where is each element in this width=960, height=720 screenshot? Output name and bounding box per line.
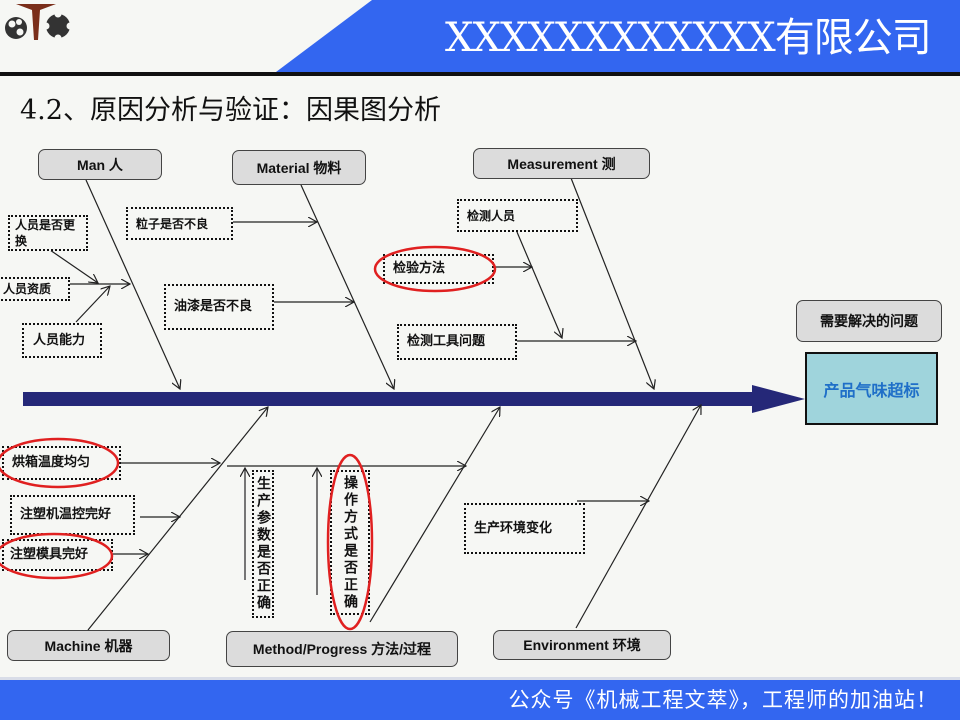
category-environment: Environment 环境 bbox=[493, 630, 671, 660]
problem-label: 需要解决的问题 bbox=[796, 300, 942, 342]
footer-band bbox=[0, 677, 960, 720]
highlight-operation-method bbox=[326, 453, 374, 631]
highlight-oven-temperature bbox=[0, 437, 120, 489]
cause-paint-defect: 油漆是否不良 bbox=[164, 284, 274, 330]
cause-mold-condition: 注塑模具完好 bbox=[2, 539, 113, 571]
spine-arrow bbox=[23, 385, 805, 413]
cause-operation-method: 操作方式是否正确 bbox=[330, 470, 370, 615]
slide-title: 4.2、原因分析与验证：因果图分析 bbox=[20, 95, 441, 126]
cause-inspection-tool: 检测工具问题 bbox=[397, 324, 517, 360]
category-measurement: Measurement 测 bbox=[473, 148, 650, 179]
highlight-inspection-method bbox=[373, 245, 497, 293]
cause-personnel-qualification: 人员资质 bbox=[0, 277, 70, 301]
company-logo bbox=[5, 4, 74, 42]
cause-molding-machine-temp: 注塑机温控完好 bbox=[10, 495, 135, 535]
cause-personnel-ability: 人员能力 bbox=[22, 323, 102, 358]
problem-box: 产品气味超标 bbox=[805, 352, 938, 425]
category-machine: Machine 机器 bbox=[7, 630, 170, 661]
company-title: XXXXXXXXXXXX有限公司 bbox=[445, 15, 932, 61]
cause-production-parameters: 生产参数是否正确 bbox=[252, 470, 274, 618]
cause-inspection-personnel: 检测人员 bbox=[457, 199, 578, 232]
header-band bbox=[0, 0, 960, 76]
category-man: Man 人 bbox=[38, 149, 162, 180]
cause-inspection-method: 检验方法 bbox=[383, 254, 494, 284]
highlight-mold-condition bbox=[0, 532, 114, 580]
cause-personnel-change: 人员是否更换 bbox=[8, 215, 88, 251]
category-method: Method/Progress 方法/过程 bbox=[226, 631, 458, 667]
footer-text: 公众号《机械工程文萃》，工程师的加油站！ bbox=[508, 688, 938, 712]
cause-environment-change: 生产环境变化 bbox=[464, 503, 585, 554]
category-material: Material 物料 bbox=[232, 150, 366, 185]
cause-oven-temperature: 烘箱温度均匀 bbox=[2, 446, 121, 480]
cause-particle-defect: 粒子是否不良 bbox=[126, 207, 233, 240]
